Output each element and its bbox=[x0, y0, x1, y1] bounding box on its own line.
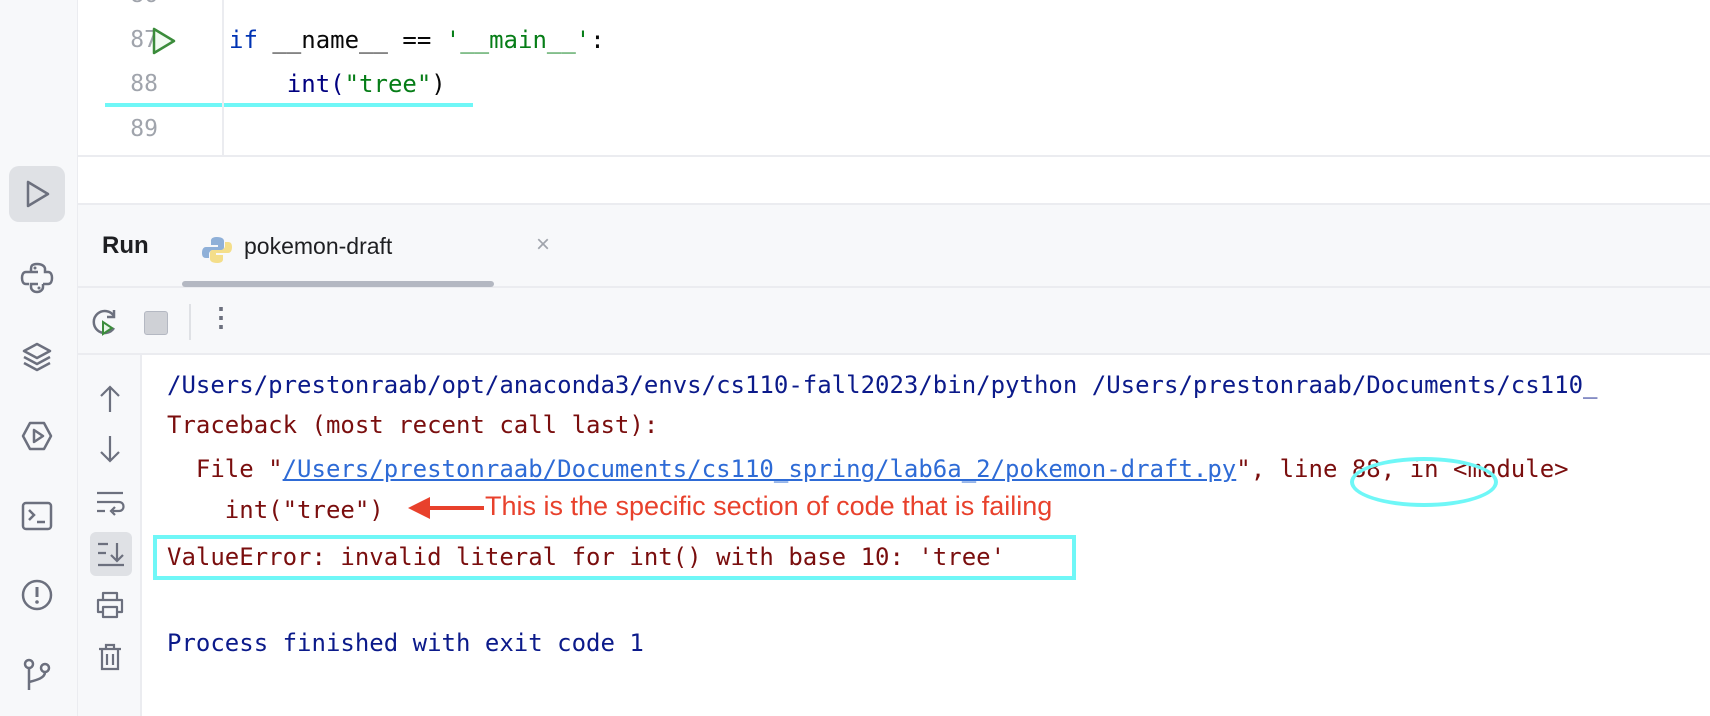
python-console-button[interactable] bbox=[9, 250, 65, 306]
builtin-call: int( bbox=[286, 70, 345, 98]
error-message: ValueError: invalid literal for int() wi… bbox=[167, 543, 1006, 571]
line-number: 88 bbox=[130, 71, 158, 97]
terminal-button[interactable] bbox=[9, 488, 65, 544]
code-text: ) bbox=[431, 70, 446, 98]
print-button[interactable] bbox=[90, 585, 130, 625]
rerun-icon[interactable] bbox=[88, 306, 120, 338]
code-text: : bbox=[590, 26, 605, 54]
soft-wrap-icon bbox=[97, 491, 125, 516]
run-panel-title: Run bbox=[102, 232, 149, 259]
problems-icon bbox=[21, 579, 53, 611]
run-gutter-icon[interactable] bbox=[150, 26, 178, 56]
arrow-up-icon bbox=[100, 385, 120, 412]
tab-label: pokemon-draft bbox=[244, 233, 393, 259]
run-tab-bar: Run pokemon-draft × bbox=[78, 205, 1710, 288]
keyword: if bbox=[229, 26, 258, 54]
arrow-down-icon bbox=[100, 436, 120, 463]
trash-icon bbox=[99, 643, 121, 671]
toolbar-divider bbox=[189, 304, 191, 340]
indent bbox=[229, 70, 287, 98]
scroll-to-end-button[interactable] bbox=[90, 532, 132, 576]
services-button[interactable] bbox=[9, 408, 65, 464]
layers-icon bbox=[22, 342, 52, 372]
error-highlight-box bbox=[153, 535, 1076, 580]
scroll-to-end-icon bbox=[98, 542, 124, 567]
line-number-highlight-ellipse bbox=[1350, 457, 1498, 507]
string-literal: "tree" bbox=[344, 70, 432, 98]
code-line-88: int("tree") bbox=[229, 70, 446, 98]
git-branch-icon bbox=[23, 658, 51, 690]
file-prefix: File " bbox=[167, 455, 283, 483]
git-button[interactable] bbox=[9, 646, 65, 702]
printer-icon bbox=[96, 591, 124, 619]
run-icon bbox=[26, 180, 50, 208]
active-tab-indicator bbox=[182, 281, 494, 287]
python-file-icon bbox=[202, 237, 232, 263]
line-number: 86 bbox=[108, 0, 158, 8]
run-tool-button[interactable] bbox=[9, 166, 65, 222]
tool-sidebar bbox=[0, 0, 78, 716]
highlight-underline bbox=[105, 103, 473, 107]
scroll-up-button[interactable] bbox=[90, 379, 130, 419]
soft-wrap-button[interactable] bbox=[90, 483, 130, 523]
exit-message: Process finished with exit code 1 bbox=[167, 629, 644, 657]
stop-button[interactable] bbox=[144, 311, 168, 335]
file-mid: ", bbox=[1236, 455, 1280, 483]
layers-button[interactable] bbox=[9, 329, 65, 385]
gutter-divider bbox=[222, 0, 224, 157]
scroll-down-button[interactable] bbox=[90, 429, 130, 469]
annotation-arrow-icon bbox=[408, 497, 484, 519]
terminal-icon bbox=[21, 501, 53, 531]
run-toolbar: ⋮ bbox=[78, 288, 1710, 355]
clear-button[interactable] bbox=[90, 637, 130, 677]
command-line: /Users/prestonraab/opt/anaconda3/envs/cs… bbox=[167, 371, 1598, 399]
tab-pokemon-draft[interactable]: pokemon-draft × bbox=[182, 205, 550, 288]
annotation-text: This is the specific section of code tha… bbox=[485, 491, 1053, 521]
traceback-header: Traceback (most recent call last): bbox=[167, 411, 659, 439]
file-link[interactable]: /Users/prestonraab/Documents/cs110_sprin… bbox=[282, 455, 1237, 483]
code-editor[interactable]: 86 87 88 89 if __name__ == '__main__': i… bbox=[78, 0, 1710, 157]
failing-code-line: int("tree") bbox=[167, 496, 384, 524]
line-number: 89 bbox=[130, 116, 158, 142]
services-icon bbox=[21, 421, 53, 451]
problems-button[interactable] bbox=[9, 567, 65, 623]
console-side-toolbar bbox=[78, 355, 142, 716]
code-line-87: if __name__ == '__main__': bbox=[229, 26, 605, 54]
more-options-icon[interactable]: ⋮ bbox=[208, 302, 234, 332]
string-literal: '__main__' bbox=[445, 26, 591, 54]
close-tab-icon[interactable]: × bbox=[536, 231, 551, 258]
editor-bottom bbox=[78, 157, 1710, 205]
code-text: __name__ == bbox=[257, 26, 446, 54]
python-icon bbox=[20, 262, 54, 294]
